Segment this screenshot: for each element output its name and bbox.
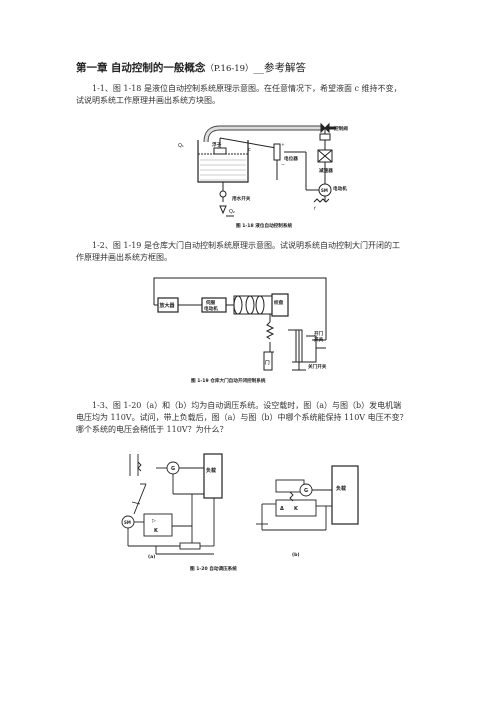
chapter-title: 自动控制的一般概念 <box>110 62 206 74</box>
label-switch: 用水开关 <box>232 195 251 202</box>
label-load-a: 负载 <box>206 467 216 474</box>
label-motor-line1: 伺服 <box>205 299 216 306</box>
q2-line1: 1-2、图 1-19 是仓库大门自动控制系统原理示意图。试说明系统自动控制大门开… <box>92 241 400 250</box>
label-sm: SM <box>321 188 328 193</box>
label-door: 门 <box>265 359 270 366</box>
label-plus: + <box>281 142 285 148</box>
heading-suffix: __参考解答 <box>253 62 307 74</box>
label-close: 关门开关 <box>308 363 327 370</box>
label-pot: 电位器 <box>284 155 298 162</box>
label-motor: 电动机 <box>333 185 347 192</box>
q3-line3: 哪个系统的电压会稍低于 110V？为什么？ <box>76 425 228 434</box>
label-gen-a: G <box>171 466 175 472</box>
label-f: f <box>314 206 316 212</box>
q3-line1: 1-3、图 1-20（a）和（b）均为自动调压系统。设空载时，图（a）与图（b）… <box>92 401 402 410</box>
label-sm-a: SM <box>124 520 131 525</box>
label-sub-b: (b) <box>292 552 300 558</box>
figure-1-19-caption: 图 1-19 仓库大门自动开闭控制系统 <box>191 377 266 384</box>
label-q2: Q₂ <box>229 209 235 215</box>
figure-1-18-caption: 图 1-18 液位自动控制系统 <box>236 222 292 229</box>
label-k-a: K <box>154 528 159 534</box>
label-c: c <box>248 147 251 153</box>
label-reducer: 减速器 <box>319 167 333 174</box>
chapter-number: 第一章 <box>76 62 108 74</box>
label-q1: Q₁ <box>178 143 184 149</box>
label-tri-a: ▷ <box>152 518 156 524</box>
figure-1-18: Q₁ 浮子 c + − 电位器 控制阀 减速器 SM 电动机 f 用水开关 Q₂… <box>178 122 348 229</box>
label-motor-line2: 电动机 <box>204 305 218 312</box>
label-load-b: 负载 <box>336 485 346 492</box>
label-drum: 绞盘 <box>274 299 284 306</box>
label-open-2: 开关 <box>314 336 324 343</box>
q1-line2: 试说明系统工作原理并画出系统方块图。 <box>76 96 220 105</box>
label-k-b: K <box>294 506 299 512</box>
label-minus: − <box>281 163 285 168</box>
label-amp: 放大器 <box>159 302 176 309</box>
q1-line1: 1-1、图 1-18 是液位自动控制系统原理示意图。在任意情况下，希望液面 c … <box>92 84 402 93</box>
figure-1-20-caption: 图 1-20 自动调压系统 <box>190 565 237 572</box>
label-sub-a: (a) <box>148 554 155 560</box>
label-open-1: 开门 <box>314 330 324 337</box>
label-valve: 控制阀 <box>334 125 348 132</box>
q2-line2: 作原理并画出系统方框图。 <box>76 253 172 262</box>
label-delta-b: Δ <box>280 506 284 512</box>
label-gen-b: G <box>304 488 308 494</box>
page-range: （P.16-19） <box>205 64 254 74</box>
figure-1-20: 负载 G SM ▷ K 负载 G Δ K (a) (b) 图 1-20 自动调压… <box>121 453 359 572</box>
label-float: 浮子 <box>212 141 222 148</box>
figure-1-19: 放大器 伺服 电动机 绞盘 门 开门 开关 关门开关 图 1-19 仓库大门自动… <box>153 277 327 384</box>
q3-line2: 电压均为 110V。试问，带上负载后，图（a）与图（b）中哪个系统能保持 110… <box>76 413 408 422</box>
chapter-heading: 第一章 自动控制的一般概念（P.16-19）__参考解答 <box>76 60 306 75</box>
